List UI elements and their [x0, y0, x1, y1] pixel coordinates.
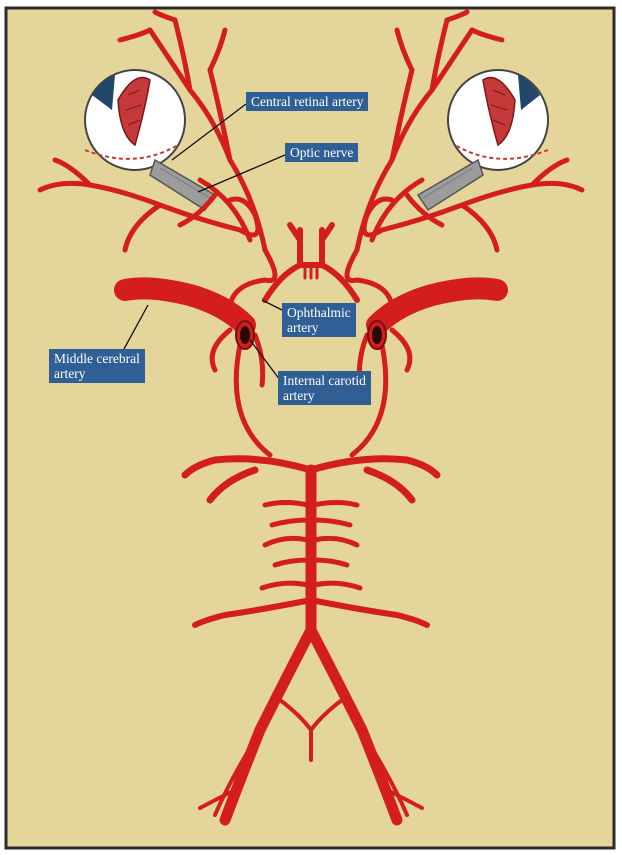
label-central-retinal-artery: Central retinal artery — [246, 92, 368, 111]
label-internal-carotid-artery: Internal carotid artery — [278, 371, 371, 405]
left-eyeball — [85, 70, 185, 170]
label-ophthalmic-artery: Ophthalmic artery — [282, 303, 356, 337]
label-optic-nerve: Optic nerve — [285, 143, 358, 162]
right-eyeball — [448, 70, 548, 170]
label-middle-cerebral-artery: Middle cerebral artery — [49, 349, 145, 383]
